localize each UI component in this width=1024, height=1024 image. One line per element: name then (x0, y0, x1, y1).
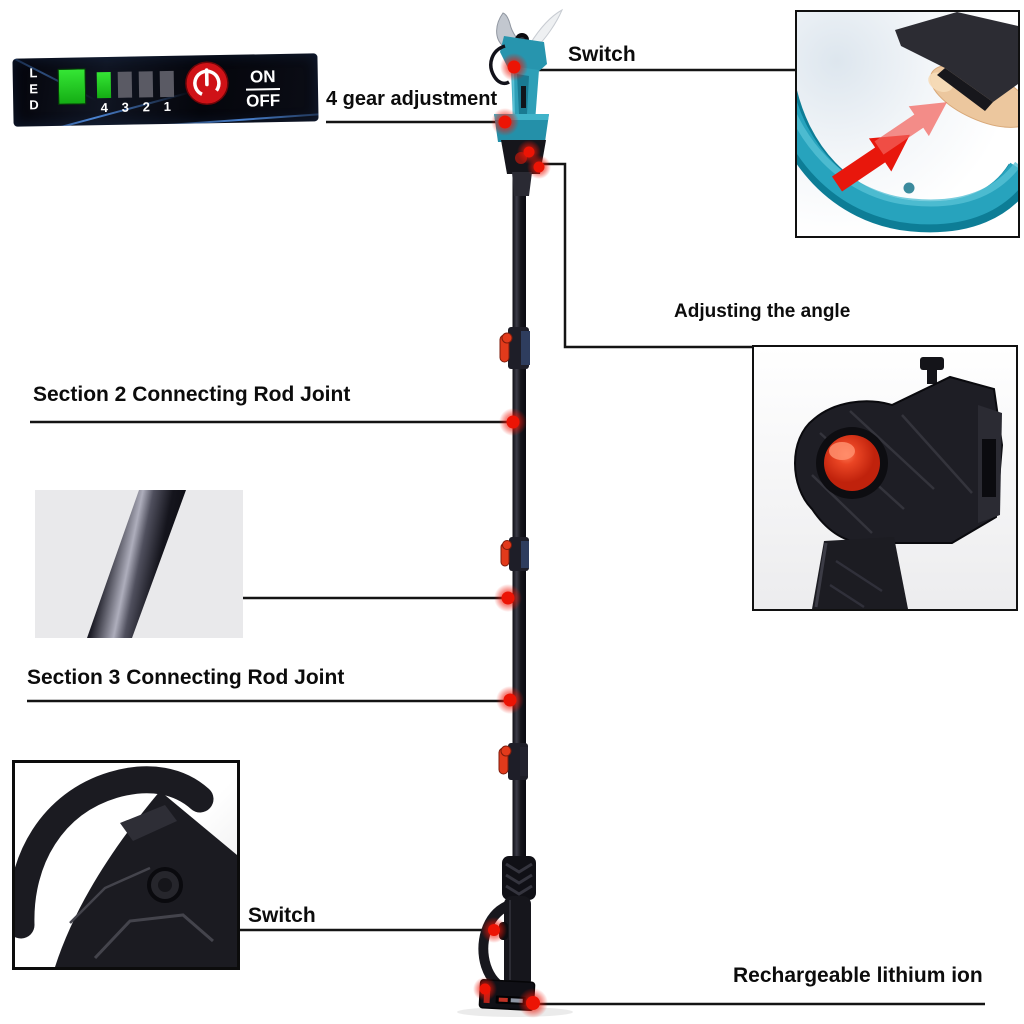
rod-section (87, 490, 186, 638)
handle-screw-hole (903, 182, 915, 194)
quick-release-clamp-2 (500, 537, 529, 571)
pruner-head (489, 8, 564, 196)
callout-section2-joint: Section 2 Connecting Rod Joint (33, 383, 351, 406)
handle-closeup-inset (12, 760, 240, 970)
joint-knob (920, 357, 944, 370)
marker-dot-gear (491, 108, 519, 136)
led-indicator-panel: L E D 4 3 2 1 ON (12, 53, 319, 127)
marker-dot-switch-top (500, 53, 528, 81)
callout-section3-joint: Section 3 Connecting Rod Joint (27, 666, 345, 689)
callout-switch-top: Switch (568, 43, 636, 66)
feature-markers (473, 53, 551, 1018)
marker-dot-rod (494, 584, 522, 612)
callout-adjusting-angle: Adjusting the angle (674, 301, 851, 322)
bottom-handle (478, 896, 531, 996)
marker-dot-battery (518, 988, 548, 1018)
marker-dot-switch-bottom (481, 917, 507, 943)
marker-dot-section3 (496, 686, 524, 714)
joint-body (794, 375, 1004, 544)
callout-battery: Rechargeable lithium ion (733, 964, 983, 987)
quick-release-clamp-3 (498, 743, 528, 780)
faded-arrow-icon (874, 102, 947, 155)
angle-joint-closeup-inset (752, 345, 1018, 611)
marker-dot-battery-left (473, 977, 497, 1001)
handle-loop-band (15, 766, 214, 939)
pole-grip (502, 856, 536, 900)
trigger-lever (895, 12, 1018, 102)
power-button-icon (183, 60, 230, 107)
marker-dot-section2 (499, 408, 527, 436)
callout-switch-bottom: Switch (248, 904, 316, 927)
callout-line-adjusting-angle (540, 162, 752, 349)
quick-release-clamp-1 (499, 327, 530, 369)
rod-closeup-inset (35, 490, 243, 638)
joint-rod (812, 537, 908, 609)
trigger-guard-cable (489, 44, 510, 86)
callout-gear-adjustment: 4 gear adjustment (326, 88, 498, 110)
angle-release-button (824, 435, 880, 491)
marker-dot-joint-lower (527, 155, 551, 179)
trigger-closeup-inset (795, 10, 1020, 238)
